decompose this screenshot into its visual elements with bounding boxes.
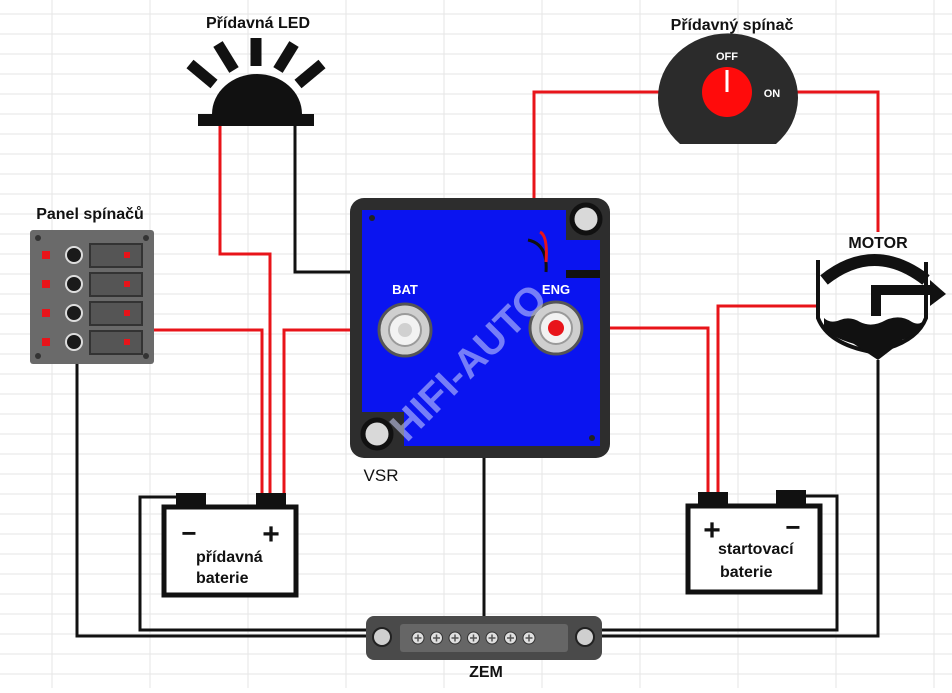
vsr-eng-label: ENG xyxy=(542,282,570,297)
start-battery-label-line1: startovací xyxy=(718,541,794,558)
aux-battery-body xyxy=(161,504,299,598)
panel-fuse-holder xyxy=(65,246,83,264)
panel-indicator-led xyxy=(42,338,50,346)
ground-bus-screws xyxy=(411,631,536,645)
switch-title: Přídavný spínač xyxy=(671,17,794,34)
wire-motor-start xyxy=(716,304,820,497)
vsr-relay: HIFI-AUTO xyxy=(350,198,610,458)
panel-fuse-holder xyxy=(65,304,83,322)
wire-aux-neg-ground xyxy=(138,495,372,632)
panel-title: Panel spínačů xyxy=(36,206,144,223)
switch-panel-row xyxy=(42,301,143,326)
aux-battery-pos-post xyxy=(256,493,286,507)
switch-panel-row xyxy=(42,243,143,268)
panel-indicator-led xyxy=(42,251,50,259)
aux-battery-neg-post xyxy=(176,493,206,507)
panel-rocker-indicator xyxy=(124,310,130,316)
start-battery-plus: + xyxy=(703,514,721,547)
labels: Přídavná LED Přídavný spínač OFF ON Pane… xyxy=(36,15,908,681)
vsr-ground-tab xyxy=(566,270,600,278)
led-dome xyxy=(212,74,302,114)
switch-on-label: ON xyxy=(764,88,781,100)
aux-battery-plus: + xyxy=(262,518,280,551)
motor-shaft-arrow xyxy=(871,285,932,316)
start-battery-minus: − xyxy=(785,512,800,542)
vsr-bat-label: BAT xyxy=(392,282,418,297)
aux-battery: − + přídavná baterie xyxy=(161,493,299,598)
aux-battery-label-line2: baterie xyxy=(196,570,249,587)
aux-battery-minus: − xyxy=(181,518,196,548)
switch-panel-rows xyxy=(42,243,143,355)
panel-rocker-indicator xyxy=(124,252,130,258)
start-battery-label-line2: baterie xyxy=(720,564,773,581)
led-base xyxy=(198,114,314,126)
vsr-mount-hole-bottom-left xyxy=(360,417,394,451)
panel-indicator-led xyxy=(42,280,50,288)
vsr-mount-hole-top-right xyxy=(569,202,603,236)
panel-rocker-switch xyxy=(89,330,143,355)
vsr-body-blue xyxy=(362,210,600,446)
wire-led-positive xyxy=(218,122,272,497)
aux-battery-label-line1: přídavná xyxy=(196,549,263,566)
switch-off-label: OFF xyxy=(716,51,738,63)
ground-bus-bar xyxy=(366,616,602,660)
motor-title: MOTOR xyxy=(848,235,908,252)
led-title: Přídavná LED xyxy=(206,15,310,32)
motor-top-arc xyxy=(820,254,930,285)
panel-rocker-switch xyxy=(89,301,143,326)
led-rays xyxy=(186,38,326,89)
start-battery-pos-post xyxy=(698,492,728,506)
start-battery-body xyxy=(685,503,823,595)
aux-led-lamp xyxy=(186,38,326,126)
wire-panel-ground xyxy=(75,362,372,638)
panel-indicator-led xyxy=(42,309,50,317)
wire-panel-positive xyxy=(152,328,264,497)
switch-panel xyxy=(30,230,154,364)
panel-rocker-indicator xyxy=(124,281,130,287)
wire-motor-ground xyxy=(596,360,880,638)
wire-switch-motor xyxy=(794,90,880,232)
start-battery: + − startovací baterie xyxy=(685,490,823,595)
motor xyxy=(816,254,946,360)
panel-fuse-holder xyxy=(65,333,83,351)
panel-rocker-switch xyxy=(89,272,143,297)
panel-rocker-switch xyxy=(89,243,143,268)
aux-switch xyxy=(658,33,798,145)
start-battery-neg-post xyxy=(776,490,806,506)
vsr-title: VSR xyxy=(364,466,399,485)
motor-tip xyxy=(848,340,904,360)
switch-panel-row xyxy=(42,272,143,297)
panel-rocker-indicator xyxy=(124,339,130,345)
wire-start-neg-ground xyxy=(596,494,839,632)
ground-title: ZEM xyxy=(469,664,503,681)
panel-fuse-holder xyxy=(65,275,83,293)
switch-panel-row xyxy=(42,330,143,355)
